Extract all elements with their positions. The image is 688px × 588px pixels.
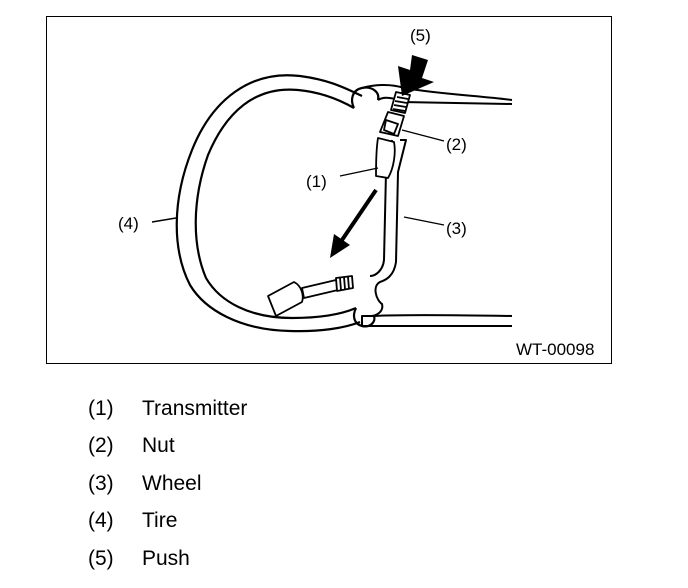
figure-id-label: WT-00098 — [516, 340, 594, 359]
legend-number: (5) — [88, 546, 114, 570]
removal-arrow — [330, 188, 378, 258]
legend-item-tire: (4) Tire — [88, 503, 488, 541]
legend-label: Transmitter — [142, 396, 248, 420]
legend: (1) Transmitter (2) Nut (3) Wheel (4) Ti… — [88, 390, 488, 578]
legend-label: Tire — [142, 509, 178, 533]
leader-lines — [151, 129, 445, 226]
legend-number: (2) — [88, 434, 114, 458]
legend-number: (4) — [88, 509, 114, 533]
transmitter-installed — [375, 137, 396, 179]
nut-and-valve — [379, 91, 411, 137]
legend-number: (1) — [88, 396, 114, 420]
callout-3: (3) — [446, 219, 467, 238]
legend-item-push: (5) Push — [88, 540, 488, 578]
legend-label: Wheel — [142, 471, 202, 495]
legend-label: Nut — [142, 434, 175, 458]
legend-item-wheel: (3) Wheel — [88, 465, 488, 503]
callout-5: (5) — [410, 26, 431, 45]
legend-label: Push — [142, 546, 190, 570]
push-arrow-icon — [398, 55, 434, 96]
callout-2: (2) — [446, 135, 467, 154]
transmitter-removed — [267, 275, 354, 317]
callout-1: (1) — [306, 172, 327, 191]
legend-item-transmitter: (1) Transmitter — [88, 390, 488, 428]
callout-4: (4) — [118, 214, 139, 233]
legend-number: (3) — [88, 471, 114, 495]
legend-item-nut: (2) Nut — [88, 428, 488, 466]
figure-frame — [46, 16, 612, 364]
